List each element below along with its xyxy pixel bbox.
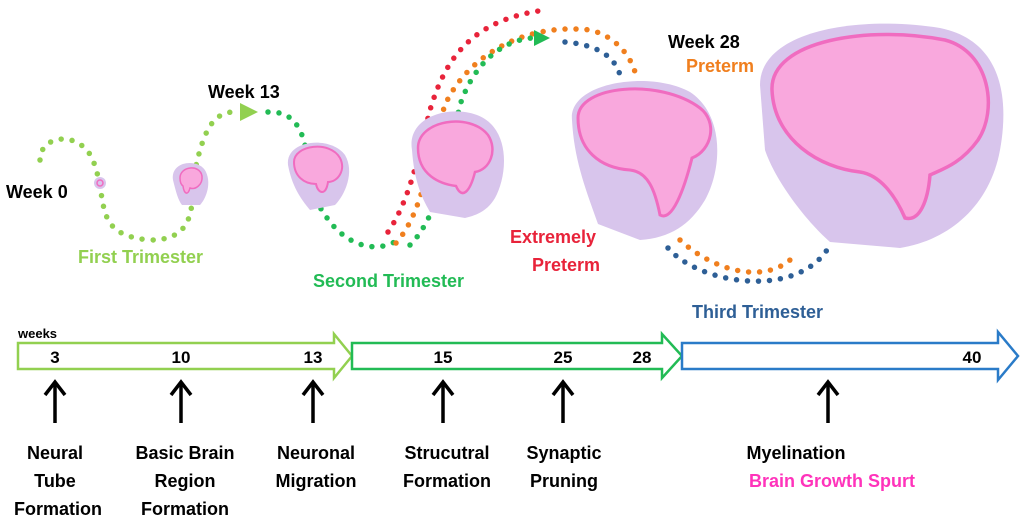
tick-40: 40: [963, 348, 982, 367]
up-arrow-icon: [301, 379, 325, 423]
brain-4: [576, 87, 713, 218]
milestone-line: Formation: [141, 499, 229, 519]
head-5: [760, 23, 1004, 249]
timeline-segment-first: [16, 330, 354, 382]
milestone-line: Myelination: [746, 443, 845, 463]
tick-25: 25: [554, 348, 573, 367]
tick-13: 13: [304, 348, 323, 367]
milestone-line: Basic Brain: [135, 443, 234, 463]
path-third-blue: [665, 242, 833, 284]
label-preterm: Preterm: [686, 56, 754, 76]
milestone-captions: Neural Tube Formation Basic Brain Region…: [14, 443, 915, 519]
tick-15: 15: [434, 348, 453, 367]
milestone-line: Strucutral: [404, 443, 489, 463]
top-labels: Week 0 Week 13 Week 28 Preterm First Tri…: [6, 32, 823, 322]
milestone-arrows: [43, 379, 840, 423]
timeline-segment-third: [680, 328, 1020, 384]
milestone-line: Region: [155, 471, 216, 491]
milestone-line-pink: Brain Growth Spurt: [749, 471, 915, 491]
tick-28: 28: [633, 348, 652, 367]
path-arrowhead-second: [534, 30, 550, 46]
milestone-line: Formation: [14, 499, 102, 519]
path-arrowhead-first: [240, 103, 258, 121]
tick-3: 3: [50, 348, 59, 367]
milestone-synaptic-pruning: Synaptic Pruning: [526, 443, 601, 491]
milestone-myelination: Myelination Brain Growth Spurt: [746, 443, 915, 491]
up-arrow-icon: [816, 379, 840, 423]
brain-3: [416, 120, 494, 195]
timeline-segment-second: [350, 330, 684, 382]
milestone-basic-brain: Basic Brain Region Formation: [135, 443, 234, 519]
path-second-trimester: [265, 109, 401, 250]
label-second-trimester: Second Trimester: [313, 271, 464, 291]
week0-embryo: [94, 177, 106, 189]
milestone-line: Migration: [276, 471, 357, 491]
label-extremely: Extremely: [510, 227, 596, 247]
path-first-trimester: [37, 109, 243, 243]
milestone-line: Synaptic: [526, 443, 601, 463]
milestone-neural-tube: Neural Tube Formation: [14, 443, 102, 519]
brain-1: [179, 167, 203, 194]
label-third-trimester: Third Trimester: [692, 302, 823, 322]
path-extreme-red: [385, 7, 548, 235]
milestone-line: Tube: [34, 471, 76, 491]
label-extremely-preterm: Preterm: [532, 255, 600, 275]
brain-5: [770, 32, 991, 221]
head-3: [411, 111, 505, 218]
tick-10: 10: [172, 348, 191, 367]
milestone-line: Neural: [27, 443, 83, 463]
head-2: [287, 142, 350, 210]
up-arrow-icon: [431, 379, 455, 423]
timeline: weeks 3 10 13 15 25 28 40: [16, 326, 1020, 384]
timeline-unit-label: weeks: [17, 326, 57, 341]
brain-2: [292, 145, 344, 193]
label-week0: Week 0: [6, 182, 68, 202]
milestone-line: Pruning: [530, 471, 598, 491]
milestone-line: Formation: [403, 471, 491, 491]
up-arrow-icon: [43, 379, 67, 423]
path-extreme-blue: [562, 39, 623, 78]
label-week28: Week 28: [668, 32, 740, 52]
milestone-neuronal-migration: Neuronal Migration: [276, 443, 357, 491]
path-third-orange: [677, 237, 793, 275]
label-week13: Week 13: [208, 82, 280, 102]
head-4: [571, 81, 718, 240]
up-arrow-icon: [551, 379, 575, 423]
label-first-trimester: First Trimester: [78, 247, 203, 267]
head-1: [172, 162, 209, 205]
milestone-structural-formation: Strucutral Formation: [403, 443, 491, 491]
milestone-line: Neuronal: [277, 443, 355, 463]
up-arrow-icon: [169, 379, 193, 423]
